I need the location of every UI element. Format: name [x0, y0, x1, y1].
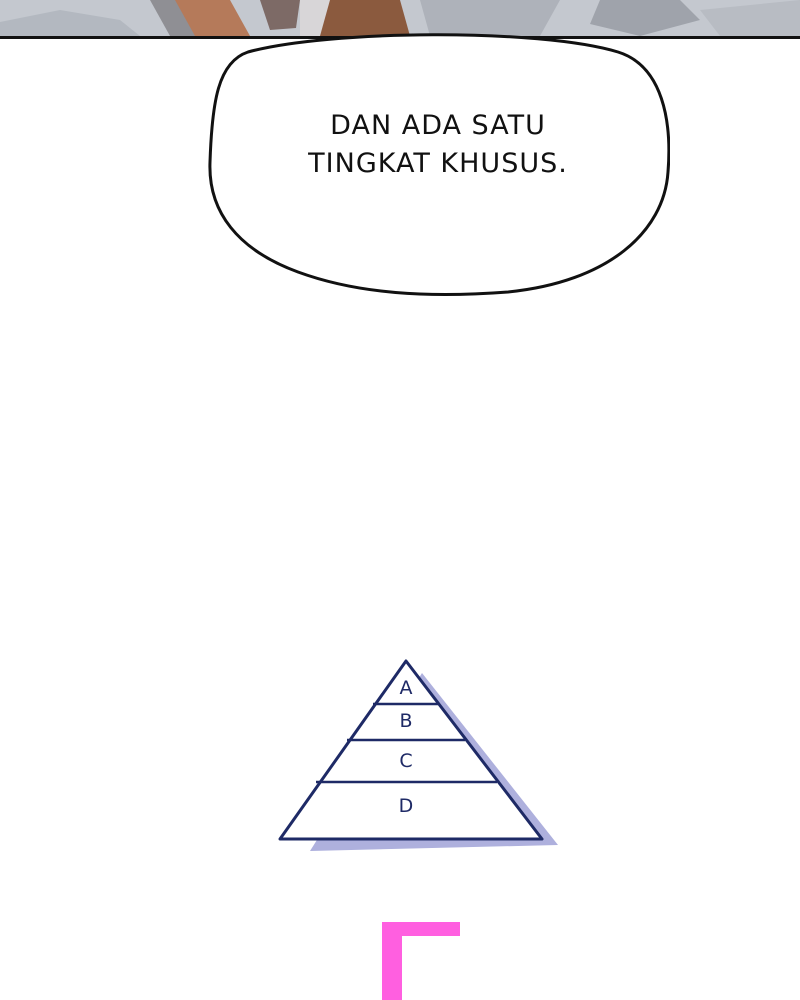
bubble-line-2: TINGKAT KHUSUS.	[308, 148, 568, 179]
top-panel-illustration	[0, 0, 800, 39]
pyramid-outline	[278, 659, 544, 841]
tier-label-d: D	[398, 795, 414, 817]
tier-label-a: A	[399, 677, 413, 699]
speech-bubble: DAN ADA SATU TINGKAT KHUSUS.	[208, 32, 670, 296]
bubble-text: DAN ADA SATU TINGKAT KHUSUS.	[268, 107, 608, 183]
rank-pyramid-diagram: A B C D	[270, 655, 560, 860]
tier-label-c: C	[399, 750, 413, 772]
pink-letter-e-partial	[382, 922, 462, 1000]
bubble-line-1: DAN ADA SATU	[330, 110, 546, 141]
tier-label-b: B	[399, 710, 413, 732]
